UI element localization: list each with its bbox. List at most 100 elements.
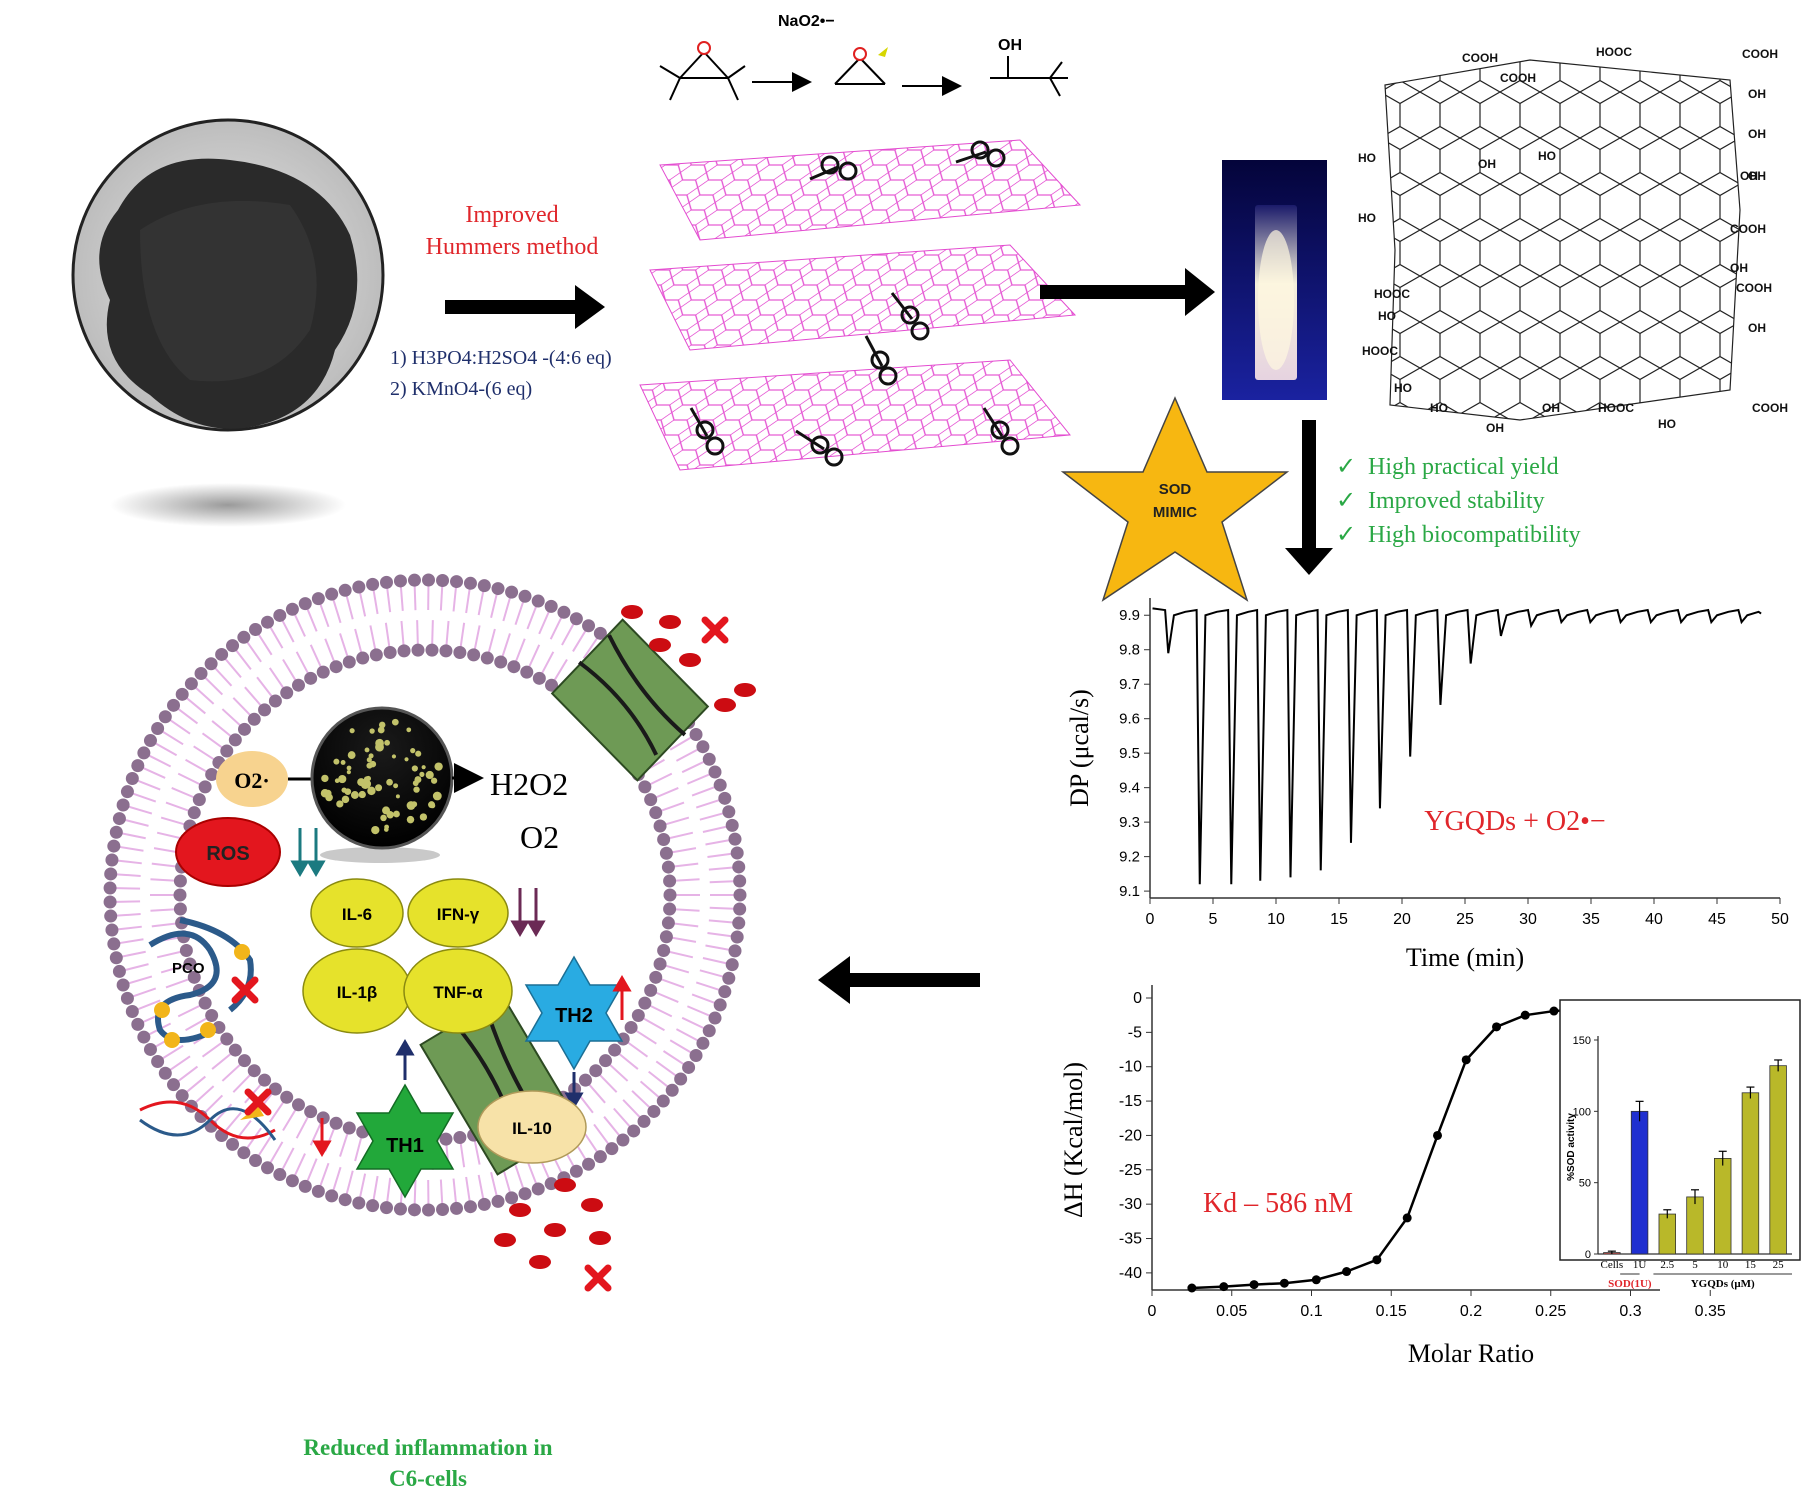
lipid-head (605, 1142, 619, 1156)
lipid-head (665, 1083, 679, 1097)
lipid-head (192, 793, 206, 807)
lipid-head (352, 1196, 366, 1210)
qd-dot (411, 801, 418, 808)
lipid-head (463, 1200, 477, 1214)
x-tick-label: 35 (1582, 911, 1600, 928)
qd-dot (368, 753, 374, 759)
functional-group-label: OH (1748, 87, 1766, 101)
y-axis-label: %SOD activity (1566, 1113, 1577, 1181)
lipid-head (291, 678, 305, 692)
lipid-head (730, 846, 744, 860)
reagent-label: NaO2•− (778, 13, 835, 30)
dna-icon (139, 1088, 332, 1157)
ygqd-vial-image (1222, 160, 1327, 400)
property-3: High biocompatibility (1368, 522, 1581, 548)
lipid-head (732, 860, 746, 874)
lipid-head (205, 1008, 219, 1022)
lipid-head (352, 580, 366, 594)
lipid-head (228, 733, 242, 747)
lipid-head (198, 996, 212, 1010)
lipid-head (663, 874, 677, 888)
lipid-head (480, 651, 494, 665)
cytokine-il1b: IL-1β (337, 983, 378, 1002)
lipid-head (268, 1082, 282, 1096)
scissors-icon (809, 155, 858, 181)
qd-dot (346, 770, 351, 775)
lipid-head (258, 1073, 272, 1087)
cytokine-ifn: IFN-γ (437, 905, 480, 924)
lipid-head (689, 727, 703, 741)
lipid-head (608, 1043, 622, 1057)
lipid-head (659, 846, 673, 860)
lipid-head (116, 978, 130, 992)
qd-dot (377, 726, 385, 734)
y-tick-label: 9.1 (1119, 883, 1140, 900)
lipid-head (173, 888, 187, 902)
y-tick-label: 9.4 (1119, 780, 1140, 797)
qd-dot (428, 772, 433, 778)
graphene-oxide-layers (639, 139, 1082, 471)
x-tick-label: 15 (1330, 911, 1348, 928)
check-icon: ✓ (1336, 488, 1356, 514)
lipid-head (718, 985, 732, 999)
qd-dot (411, 765, 418, 772)
functional-group-label: OH (1486, 421, 1504, 435)
lipid-head (329, 1116, 343, 1130)
lipid-head (439, 644, 453, 658)
functional-group-label: OH (1748, 321, 1766, 335)
scissors-icon (795, 429, 844, 467)
quantum-dot-particle (310, 706, 454, 863)
bar (1714, 1158, 1732, 1255)
lipid-head (173, 902, 187, 916)
lipid-head (198, 780, 212, 794)
lipid-head (369, 648, 383, 662)
qd-dot (391, 754, 397, 759)
lipid-head (674, 1072, 688, 1086)
lipid-head (311, 1184, 325, 1198)
lipid-head (103, 881, 117, 895)
lipid-head (725, 818, 739, 832)
qd-dot (410, 748, 416, 754)
x-tick-label: 0.25 (1535, 1303, 1566, 1320)
lipid-head (194, 667, 208, 681)
data-point (1219, 1282, 1229, 1292)
functional-group-label: HOOC (1598, 401, 1634, 415)
lipid-head (569, 1164, 583, 1178)
group-label: YGQDs (μM) (1691, 1278, 1755, 1290)
lipid-head (342, 655, 356, 669)
bar (1686, 1196, 1704, 1255)
lipid-head (247, 1064, 261, 1078)
lipid-head (644, 793, 658, 807)
lipid-head (696, 1036, 710, 1050)
x-tick-label: 0 (1148, 1303, 1157, 1320)
lipid-head (450, 575, 464, 589)
data-point (1520, 1010, 1530, 1020)
lipid-head (112, 964, 126, 978)
functional-group-label: HOOC (1596, 45, 1632, 59)
lipid-head (167, 698, 181, 712)
lipid-head (733, 874, 747, 888)
lipid-head (708, 1011, 722, 1025)
qd-dot (362, 779, 372, 789)
y-tick-label: -20 (1119, 1127, 1142, 1144)
lipid-head (518, 1187, 532, 1201)
qd-dot (395, 794, 400, 799)
arrow-to-vial (1040, 268, 1215, 316)
th2-cell: TH2 (524, 955, 632, 1109)
data-point (1372, 1255, 1382, 1265)
x-tick-label: 0.2 (1460, 1303, 1482, 1320)
lipid-head (105, 853, 119, 867)
lipid-head (125, 772, 139, 786)
functional-group-label: COOH (1462, 51, 1498, 65)
lipid-head (422, 1203, 436, 1217)
qd-dot (432, 791, 442, 801)
lipid-head (258, 703, 272, 717)
lipid-head (338, 583, 352, 597)
lipid-head (237, 1146, 251, 1160)
group-label: SOD(1U) (1608, 1278, 1652, 1290)
y-tick-label: 9.5 (1119, 745, 1140, 762)
method-line1: Improved (465, 202, 558, 228)
x-tick-label: 25 (1773, 1259, 1785, 1271)
